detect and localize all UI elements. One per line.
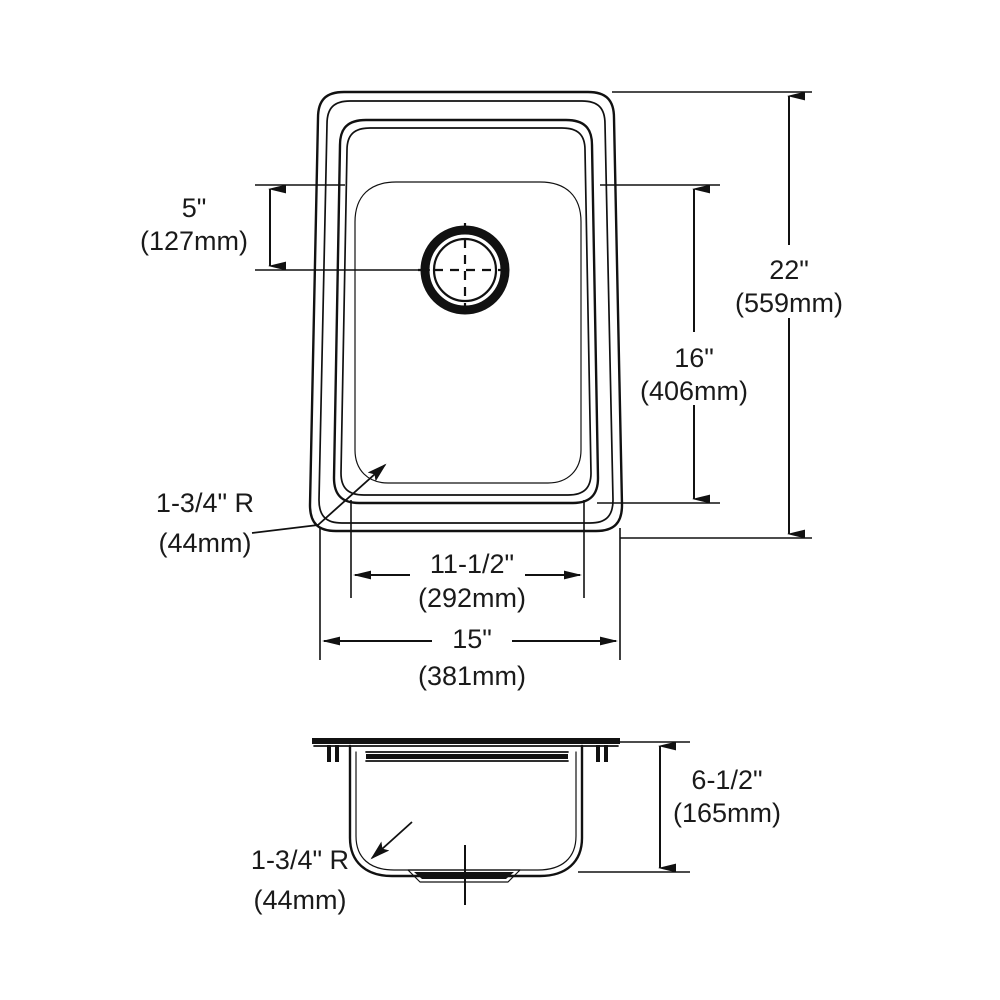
- sink-bowl-rim-inner-line: [340, 127, 592, 496]
- dim-22in-metric-label: (559mm): [735, 288, 843, 318]
- mounting-clip-right-b: [604, 745, 608, 762]
- dim-5in-metric-label: (127mm): [140, 226, 248, 256]
- sink-rim-inner-edge: [318, 100, 614, 524]
- drain-recess-outline: [407, 869, 521, 883]
- dim-6half-metric-label: (165mm): [673, 798, 781, 828]
- dim-15in-metric-label: (381mm): [418, 661, 526, 691]
- mounting-clip-left-a: [327, 745, 331, 762]
- mounting-clip-right-a: [596, 745, 600, 762]
- dimension-16in-group: 16" (406mm): [597, 184, 748, 504]
- dim-radius-top-metric-label: (44mm): [159, 528, 252, 558]
- dim-radius-side-metric-label: (44mm): [254, 885, 347, 915]
- dim-11half-imperial-label: 11-1/2": [430, 549, 514, 579]
- leader-line-radius-top-angled: [317, 463, 387, 526]
- dim-6half-imperial-label: 6-1/2": [691, 765, 762, 795]
- dimension-radius-side-group: 1-3/4" R (44mm): [251, 821, 413, 915]
- dim-11half-metric-label: (292mm): [418, 583, 526, 613]
- dim-radius-top-imperial-label: 1-3/4" R: [156, 488, 254, 518]
- dim-5in-imperial-label: 5": [182, 193, 207, 223]
- leader-line-radius-side: [370, 821, 413, 860]
- dim-16in-imperial-label: 16": [674, 343, 714, 373]
- dim-22in-imperial-label: 22": [769, 255, 809, 285]
- dimension-6half-group: 6-1/2" (165mm): [578, 741, 781, 873]
- side-section-view-sink: [312, 738, 620, 905]
- sink-outer-rim-outline: [308, 90, 624, 533]
- dimension-5in-group: 5" (127mm): [140, 184, 430, 271]
- dim-15in-imperial-label: 15": [452, 624, 492, 654]
- dim-radius-side-imperial-label: 1-3/4" R: [251, 845, 349, 875]
- dimension-22in-group: 22" (559mm): [612, 91, 843, 539]
- dimension-15in-group: 15" (381mm): [319, 528, 621, 691]
- dimension-radius-top-group: 1-3/4" R (44mm): [156, 463, 387, 558]
- dimension-11half-group: 11-1/2" (292mm): [350, 500, 585, 613]
- rim-recess-band: [366, 754, 568, 759]
- top-view-sink: [308, 90, 624, 533]
- dim-16in-metric-label: (406mm): [640, 376, 748, 406]
- leader-line-radius-top: [251, 524, 319, 534]
- mounting-clip-left-b: [335, 745, 339, 762]
- flange-center-mark: [462, 738, 468, 744]
